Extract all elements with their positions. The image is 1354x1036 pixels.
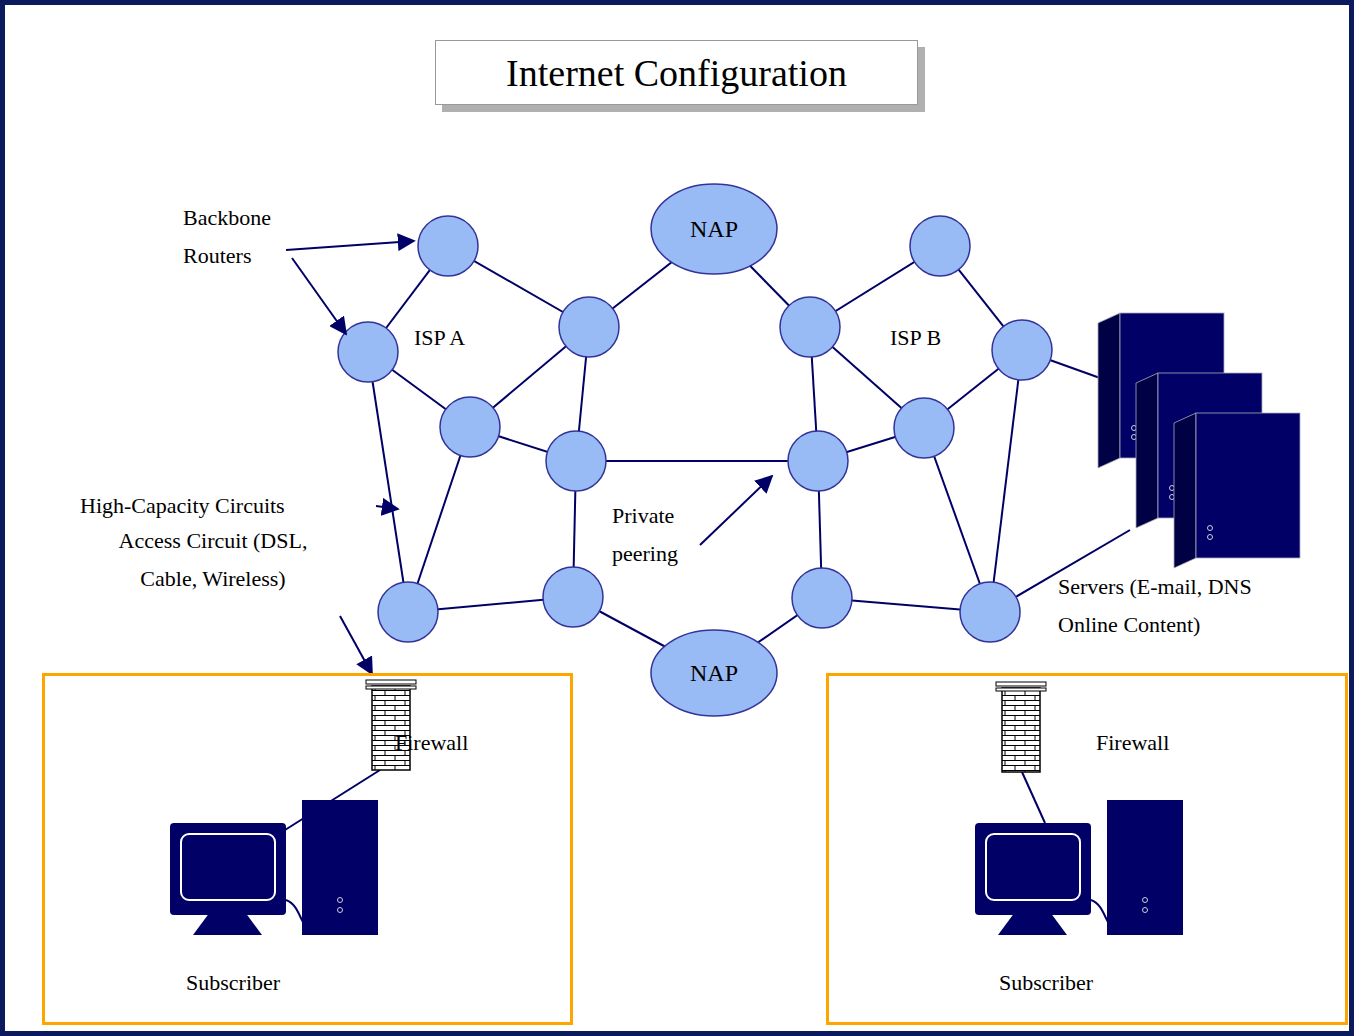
callout-arrow — [340, 616, 372, 674]
isp-label: ISP A — [414, 319, 465, 357]
firewall-symbol — [1022, 772, 1045, 823]
server-rack — [1098, 313, 1120, 468]
subscriber-label: Subscriber — [999, 964, 1093, 1002]
backbone-router — [440, 397, 500, 457]
server-rack — [1208, 535, 1213, 540]
firewall-symbol — [372, 686, 410, 770]
callout-label: High-Capacity Circuits — [80, 487, 285, 525]
subscriber-computer — [338, 908, 343, 913]
backbone-router — [338, 216, 1052, 642]
nap-ellipse: NAP — [650, 183, 778, 275]
server-rack — [1196, 413, 1300, 558]
subscriber-computer — [998, 912, 1067, 935]
firewall-symbol — [1002, 688, 1040, 772]
subscriber-label: Subscriber — [186, 964, 280, 1002]
subscriber-computer — [975, 823, 1091, 915]
backbone-link — [990, 350, 1022, 612]
subscriber-computer — [338, 898, 343, 903]
subscriber-computer — [1143, 898, 1148, 903]
firewall-symbol — [366, 680, 416, 684]
nap-outline — [651, 630, 777, 716]
subscriber-computer — [1091, 900, 1115, 930]
server-rack — [1208, 526, 1213, 531]
server-label: Servers (E-mail, DNS Online Content) — [1058, 568, 1296, 644]
subscriber-computer — [286, 900, 310, 930]
subscriber-computer — [170, 800, 1183, 935]
firewall-symbol — [996, 682, 1046, 686]
backbone-router — [418, 216, 478, 276]
callout-label: Access Circuit (DSL, Cable, Wireless) — [88, 522, 338, 598]
backbone-router — [543, 567, 603, 627]
callout-arrow — [700, 476, 772, 545]
server-rack — [1174, 413, 1196, 568]
subscriber-computer — [181, 834, 275, 900]
backbone-router — [546, 431, 606, 491]
firewall-symbol — [996, 688, 1046, 691]
subscriber-computer — [170, 800, 378, 935]
backbone-link — [368, 229, 1130, 673]
subscriber-computer — [170, 823, 286, 915]
subscriber-computer — [975, 800, 1183, 935]
backbone-router — [960, 582, 1020, 642]
backbone-router — [788, 431, 848, 491]
backbone-router — [894, 398, 954, 458]
firewall-label: Firewall — [1096, 724, 1169, 762]
callout-label: Backbone Routers — [183, 199, 295, 275]
subscriber-box: FirewallSubscriber — [826, 673, 1348, 1025]
backbone-router — [378, 582, 438, 642]
isp-label: ISP B — [890, 319, 941, 357]
nap-label: NAP — [690, 660, 738, 687]
subscriber-computer — [1143, 908, 1148, 913]
nap-outline — [651, 184, 777, 274]
callout-arrow — [292, 258, 346, 334]
backbone-router — [992, 320, 1052, 380]
title-box: Internet Configuration — [435, 40, 918, 105]
callout-label: Private peering — [612, 497, 712, 573]
backbone-router — [780, 297, 840, 357]
subscriber-computer — [986, 834, 1080, 900]
nap-label: NAP — [690, 216, 738, 243]
firewall-symbol — [366, 686, 416, 689]
backbone-router — [910, 216, 970, 276]
backbone-router — [338, 322, 398, 382]
firewall-symbol — [285, 680, 1046, 830]
subscriber-computer — [1107, 800, 1183, 935]
backbone-link — [368, 352, 408, 612]
subscriber-box: FirewallSubscriber — [42, 673, 573, 1025]
nap-ellipse: NAP — [650, 629, 778, 717]
server-rack — [1136, 373, 1158, 528]
diagram-title: Internet Configuration — [506, 51, 847, 95]
firewall-label: Firewall — [395, 724, 468, 762]
backbone-router — [792, 568, 852, 628]
backbone-router — [559, 297, 619, 357]
callout-arrow — [376, 506, 398, 509]
callout-arrow — [286, 241, 772, 674]
subscriber-computer — [193, 912, 262, 935]
server-rack — [1098, 313, 1300, 568]
backbone-link — [576, 460, 818, 462]
subscriber-computer — [302, 800, 378, 935]
callout-arrow — [286, 241, 414, 250]
